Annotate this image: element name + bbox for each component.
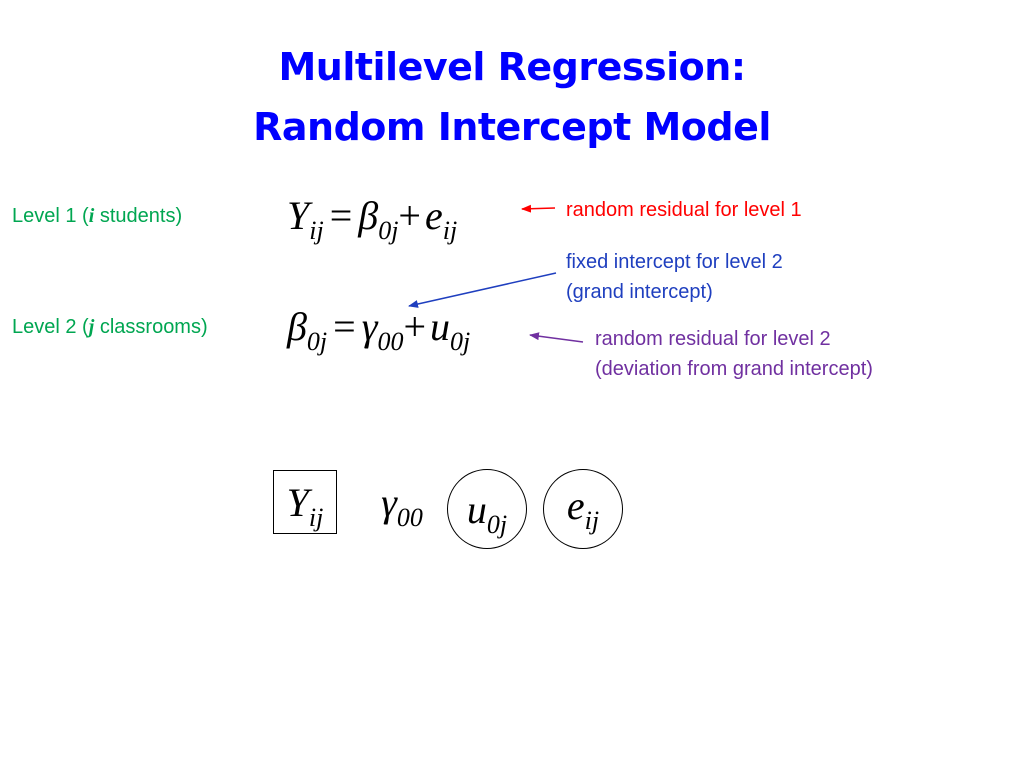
circle-u-sub: 0j <box>486 509 508 539</box>
note-fixed-intercept-line-2: (grand intercept) <box>566 281 713 303</box>
level-2-label: Level 2 (j classrooms) <box>12 316 208 339</box>
eq2-lhs-sub: 0j <box>306 327 328 356</box>
level-2-prefix: Level 2 ( <box>12 316 89 338</box>
level-1-label: Level 1 (i students) <box>12 205 182 228</box>
eq1-term1: β <box>358 193 379 238</box>
arrow-level-1-residual <box>521 204 556 213</box>
gamma-sub: 00 <box>396 502 423 532</box>
note-level-1-residual: random residual for level 1 <box>566 199 802 221</box>
level-1-suffix: students) <box>94 205 183 227</box>
level-1-index: i <box>88 205 95 227</box>
note-level-2-residual-line-2: (deviation from grand intercept) <box>595 358 873 380</box>
circle-u-symbol: u <box>466 486 487 532</box>
level-2-suffix: classrooms) <box>94 316 208 338</box>
title-line-2: Random Intercept Model <box>253 105 771 149</box>
level-1-prefix: Level 1 ( <box>12 205 89 227</box>
level-2-residual-circle: u0j <box>447 469 527 549</box>
eq2-term2: u <box>430 304 451 349</box>
equation-level-2: β0j=γ00+u0j <box>287 303 470 355</box>
gamma-symbol: γ <box>381 479 397 525</box>
eq1-lhs-sub: ij <box>309 216 324 245</box>
box-y-symbol: Y <box>286 479 309 525</box>
eq2-plus: + <box>403 304 427 349</box>
title-line-1: Multilevel Regression: <box>278 45 746 89</box>
observed-variable-box: Yij <box>273 470 337 534</box>
level-2-index: j <box>88 316 95 338</box>
eq1-term1-sub: 0j <box>378 216 399 245</box>
eq2-equals: = <box>333 304 356 349</box>
eq1-plus: + <box>398 193 421 238</box>
level-1-residual-circle: eij <box>543 469 623 549</box>
eq2-term1: γ <box>361 304 378 349</box>
arrow-fixed-intercept <box>408 272 557 308</box>
note-fixed-intercept-line-1: fixed intercept for level 2 <box>566 251 783 273</box>
eq2-term2-sub: 0j <box>450 327 471 356</box>
note-level-2-residual-line-1: random residual for level 2 <box>595 328 831 350</box>
circle-e-symbol: e <box>566 482 585 528</box>
circle-e-sub: ij <box>584 505 600 535</box>
eq1-term2: e <box>424 193 443 238</box>
eq1-term2-sub: ij <box>442 216 458 245</box>
eq1-lhs: Y <box>287 193 310 238</box>
eq2-lhs: β <box>287 304 307 349</box>
equation-level-1: Yij=β0j+eij <box>287 192 457 244</box>
box-y-sub: ij <box>308 502 324 532</box>
eq1-equals: = <box>329 193 353 238</box>
eq2-term1-sub: 00 <box>377 327 404 356</box>
fixed-effect-symbol: γ00 <box>368 470 436 534</box>
arrow-level-2-residual <box>529 332 584 343</box>
